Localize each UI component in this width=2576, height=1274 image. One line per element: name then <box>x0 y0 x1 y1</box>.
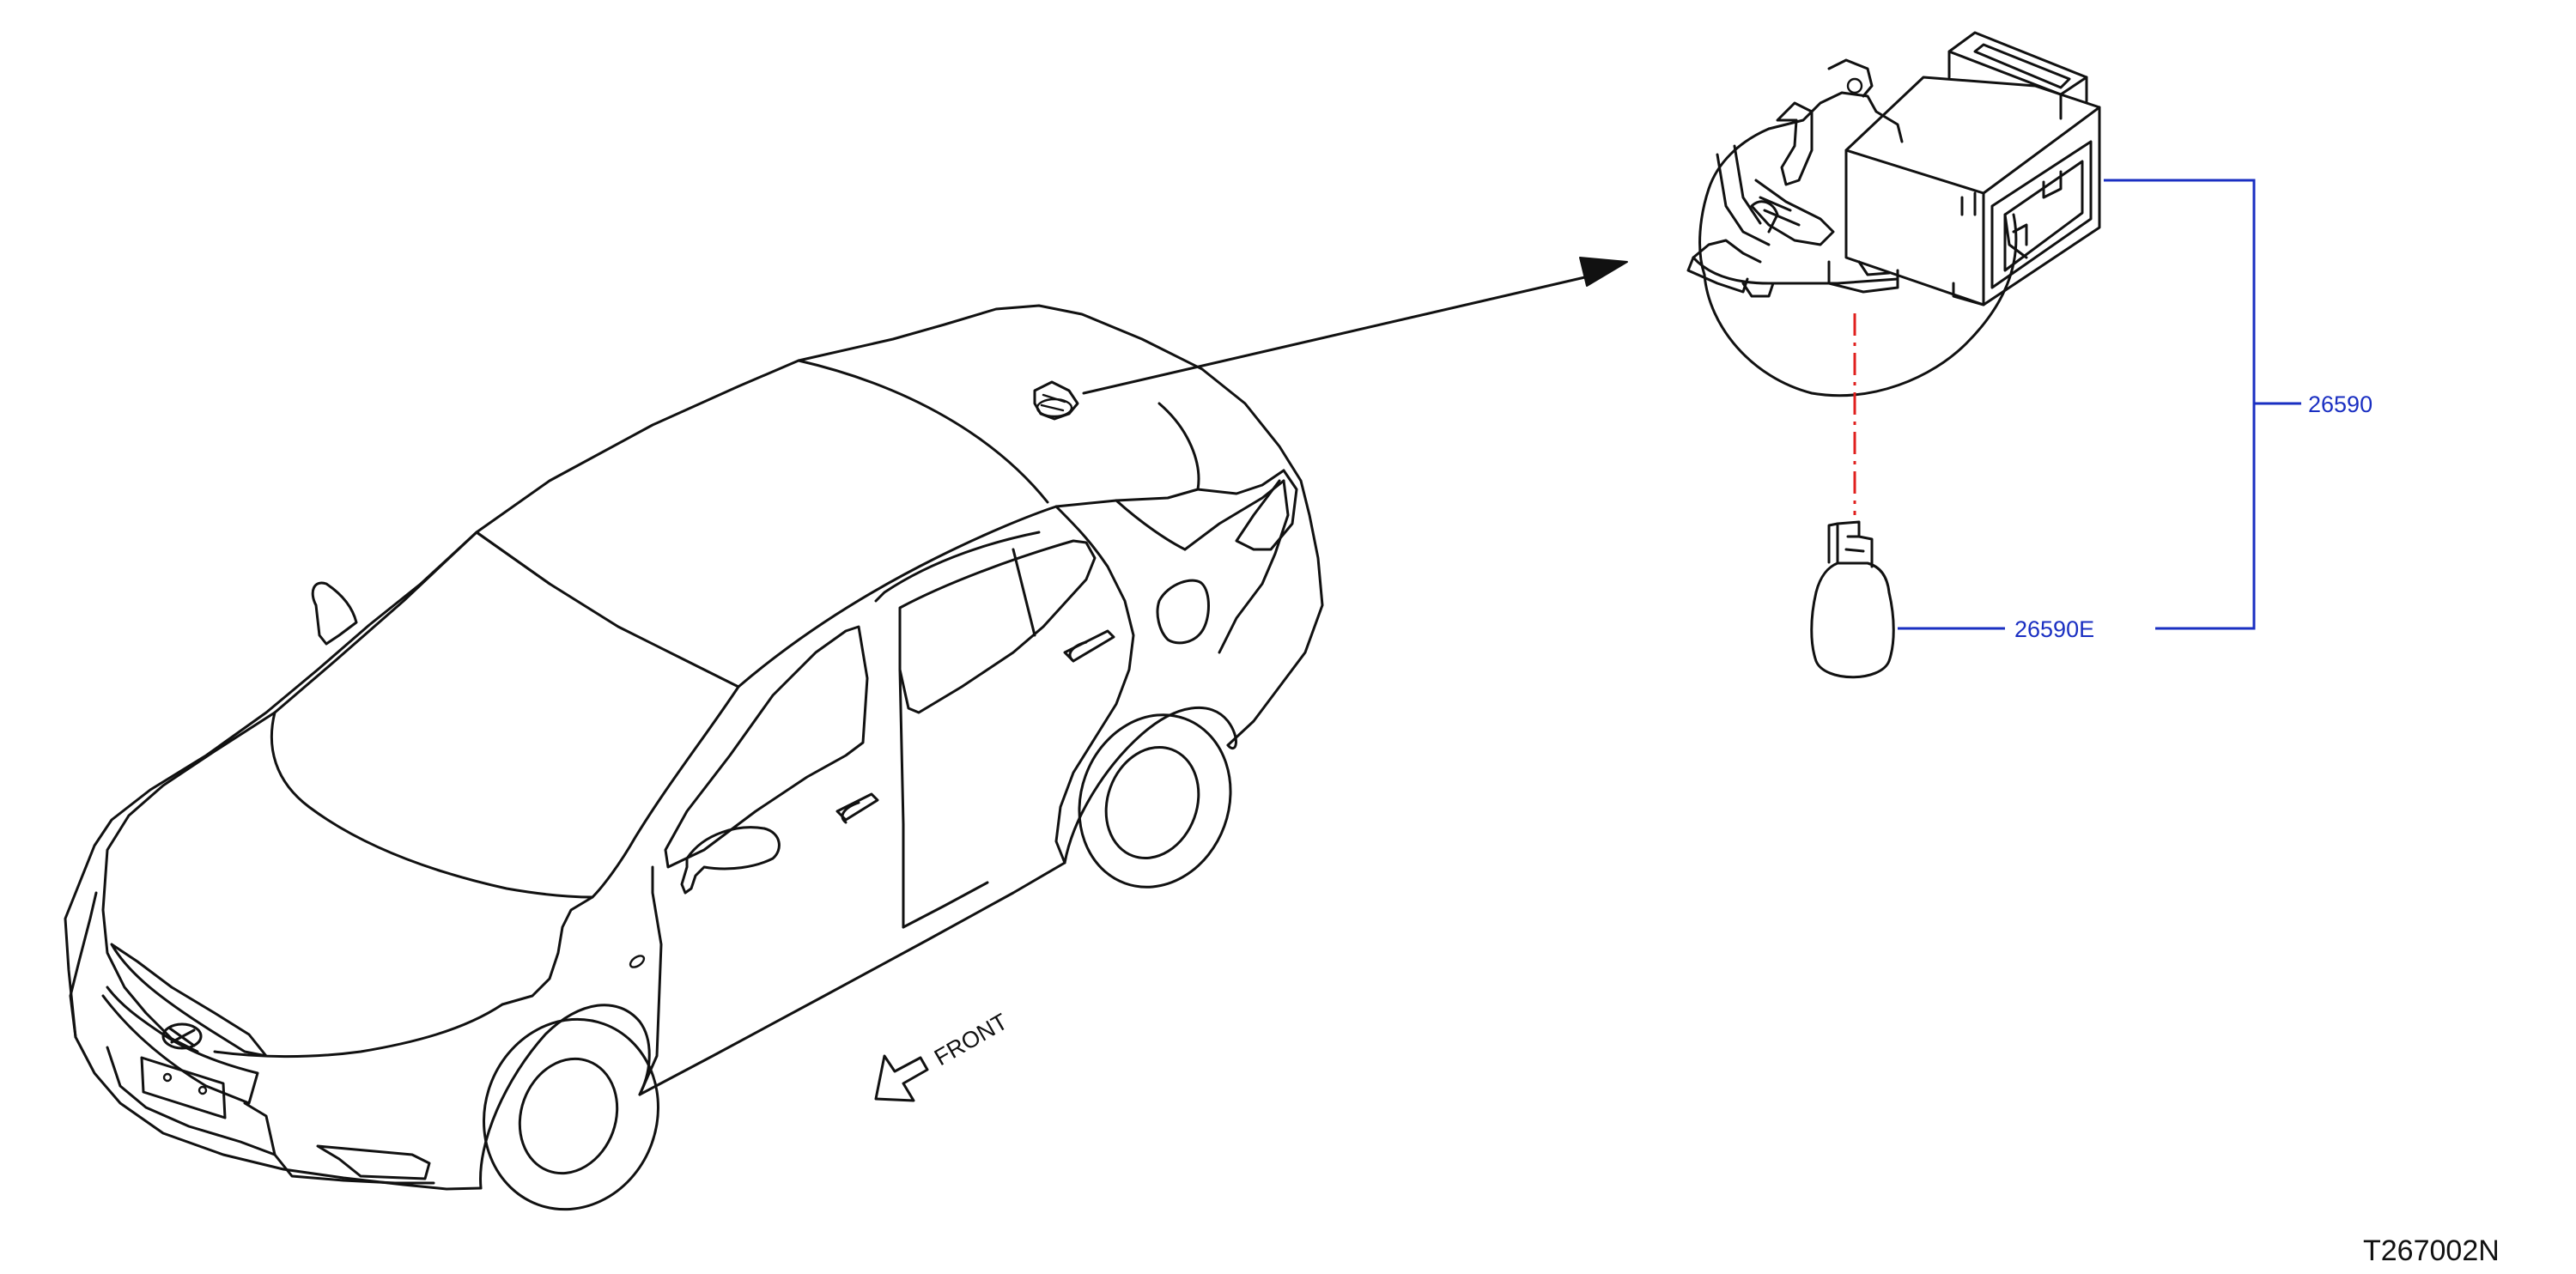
part-number-26590e: 26590E <box>2014 616 2094 642</box>
front-direction-indicator: FRONT <box>874 1009 1012 1102</box>
leader-arrow <box>1082 257 1628 395</box>
front-label: FRONT <box>930 1009 1012 1071</box>
room-lamp-assembly <box>1686 31 2101 397</box>
drawing-code: T267002N <box>2363 1235 2500 1267</box>
part-number-26590: 26590 <box>2308 391 2372 417</box>
vehicle-illustration <box>64 304 1324 1211</box>
callout-lines <box>1898 179 2301 630</box>
wedge-bulb <box>1810 520 1895 679</box>
